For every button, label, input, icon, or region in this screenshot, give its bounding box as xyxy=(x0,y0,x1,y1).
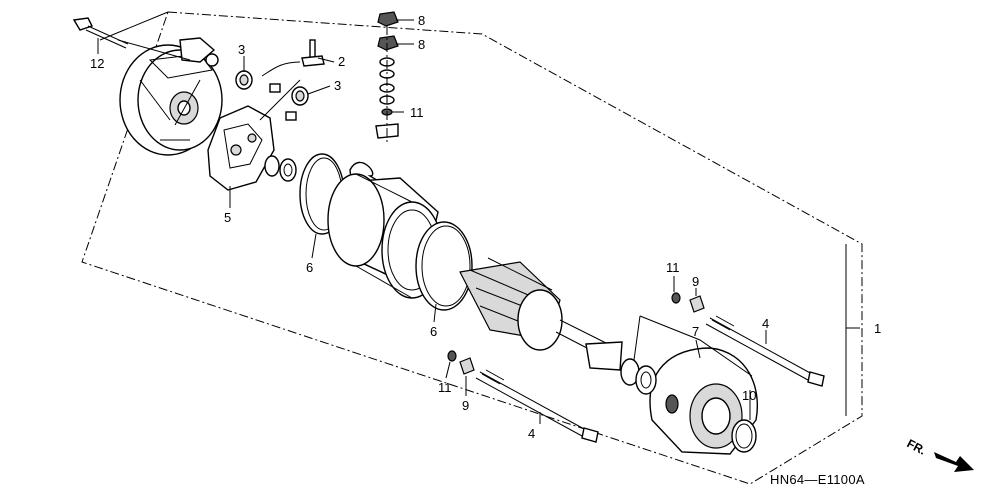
rear-cover xyxy=(119,37,223,156)
front-direction-indicator: FR. xyxy=(905,436,974,472)
assembly-boundary xyxy=(81,11,863,485)
callout-11-upper: 11 xyxy=(666,260,680,275)
front-cover xyxy=(649,347,758,455)
through-bolt-upper xyxy=(705,315,825,387)
brush-spring-lower xyxy=(291,86,309,106)
callout-4-upper: 4 xyxy=(762,316,769,331)
front-arrow-icon xyxy=(934,452,974,472)
callout-8-second: 8 xyxy=(418,37,425,52)
callout-6-left: 6 xyxy=(306,260,313,275)
callout-5: 5 xyxy=(224,210,231,225)
washer-11-lower xyxy=(447,350,457,362)
o-ring-right xyxy=(415,221,473,311)
callout-3-upper: 3 xyxy=(238,42,245,57)
callout-3-lower: 3 xyxy=(334,78,341,93)
insulator-9-lower xyxy=(459,357,475,375)
terminal-hardware-stack xyxy=(375,11,399,144)
motor-yoke xyxy=(327,161,443,299)
brush-holder-plate xyxy=(207,79,301,191)
terminal-bolt xyxy=(261,39,325,77)
callout-4-lower: 4 xyxy=(528,426,535,441)
shim xyxy=(635,365,657,395)
callout-10: 10 xyxy=(742,388,756,403)
insulator-9-upper xyxy=(689,295,705,313)
callout-7: 7 xyxy=(692,324,699,339)
callout-1: 1 xyxy=(874,321,881,336)
front-arrow-label: FR. xyxy=(905,436,929,457)
washer xyxy=(279,158,297,182)
brush xyxy=(285,111,297,121)
brush-spring-upper xyxy=(235,70,253,90)
callout-2: 2 xyxy=(338,54,345,69)
washer-11-upper xyxy=(671,292,681,304)
bolt-12 xyxy=(72,17,129,49)
through-bolt-lower xyxy=(475,369,599,443)
callout-9-upper: 9 xyxy=(692,274,699,289)
leader-lines xyxy=(97,11,860,424)
washer xyxy=(264,155,280,177)
callout-12: 12 xyxy=(90,56,104,71)
callout-11-stack: 11 xyxy=(410,105,424,120)
armature xyxy=(459,257,623,371)
brush xyxy=(269,83,281,93)
diagram-code: HN64—E1100A xyxy=(770,472,865,487)
callout-9-lower: 9 xyxy=(462,398,469,413)
callout-8-top: 8 xyxy=(418,13,425,28)
callout-6-right: 6 xyxy=(430,324,437,339)
callout-11-lower: 11 xyxy=(438,380,452,395)
